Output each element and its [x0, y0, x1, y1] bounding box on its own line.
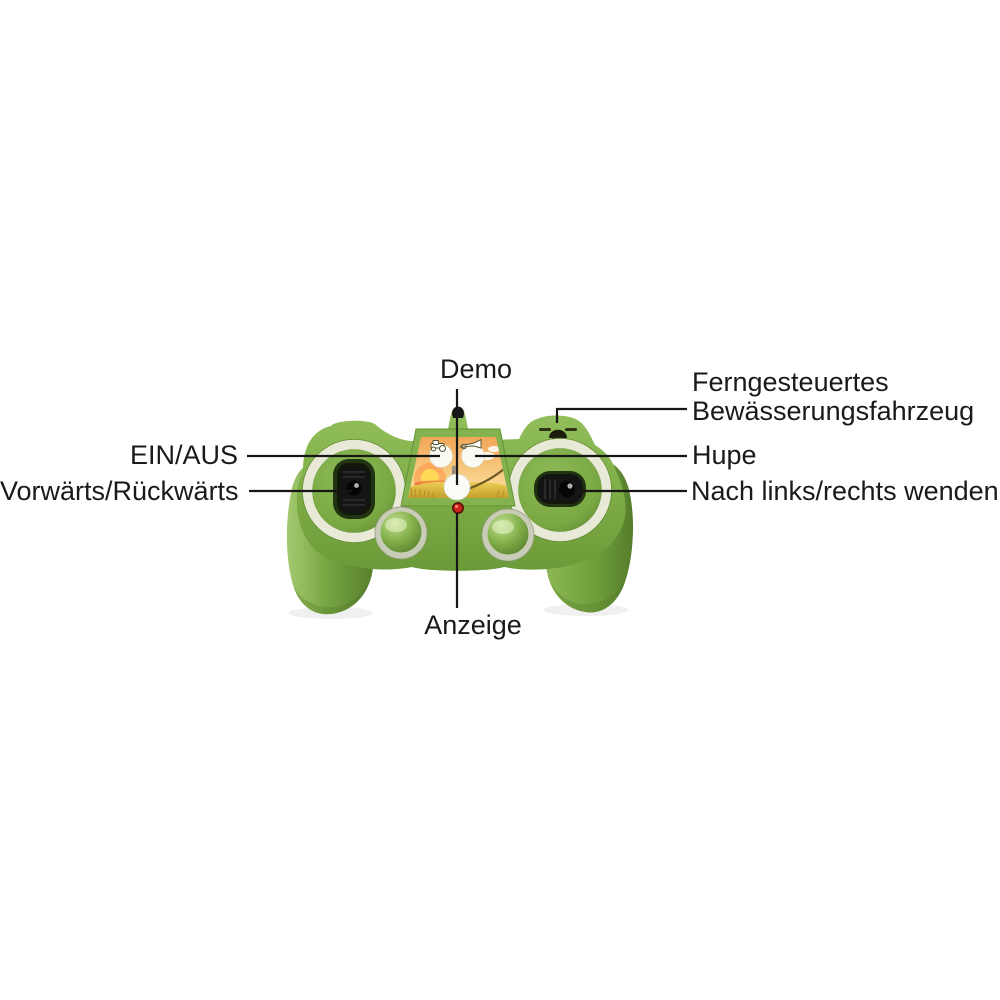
label-power: EIN/AUS: [129, 440, 238, 470]
left-joystick: [302, 439, 406, 543]
label-forward-backward: Vorwärts/Rückwärts: [0, 476, 239, 506]
left-dome-button: [374, 506, 428, 560]
label-turn: Nach links/rechts wenden: [691, 476, 999, 506]
label-horn: Hupe: [692, 440, 757, 470]
horn-glyph-icon: [460, 438, 482, 450]
tractor-icon: [430, 440, 446, 452]
label-product-line1: Ferngesteuertes: [692, 367, 889, 397]
right-dome-button: [481, 508, 535, 562]
left-grip-shade: [293, 574, 372, 615]
label-display: Anzeige: [424, 610, 522, 640]
right-grip-shade: [551, 582, 625, 613]
callout-line-product: [555, 407, 687, 423]
label-product: Ferngesteuertes Bewässerungsfahrzeug: [692, 368, 974, 426]
label-demo: Demo: [439, 354, 513, 384]
label-product-line2: Bewässerungsfahrzeug: [692, 396, 975, 426]
status-led: [452, 502, 464, 514]
